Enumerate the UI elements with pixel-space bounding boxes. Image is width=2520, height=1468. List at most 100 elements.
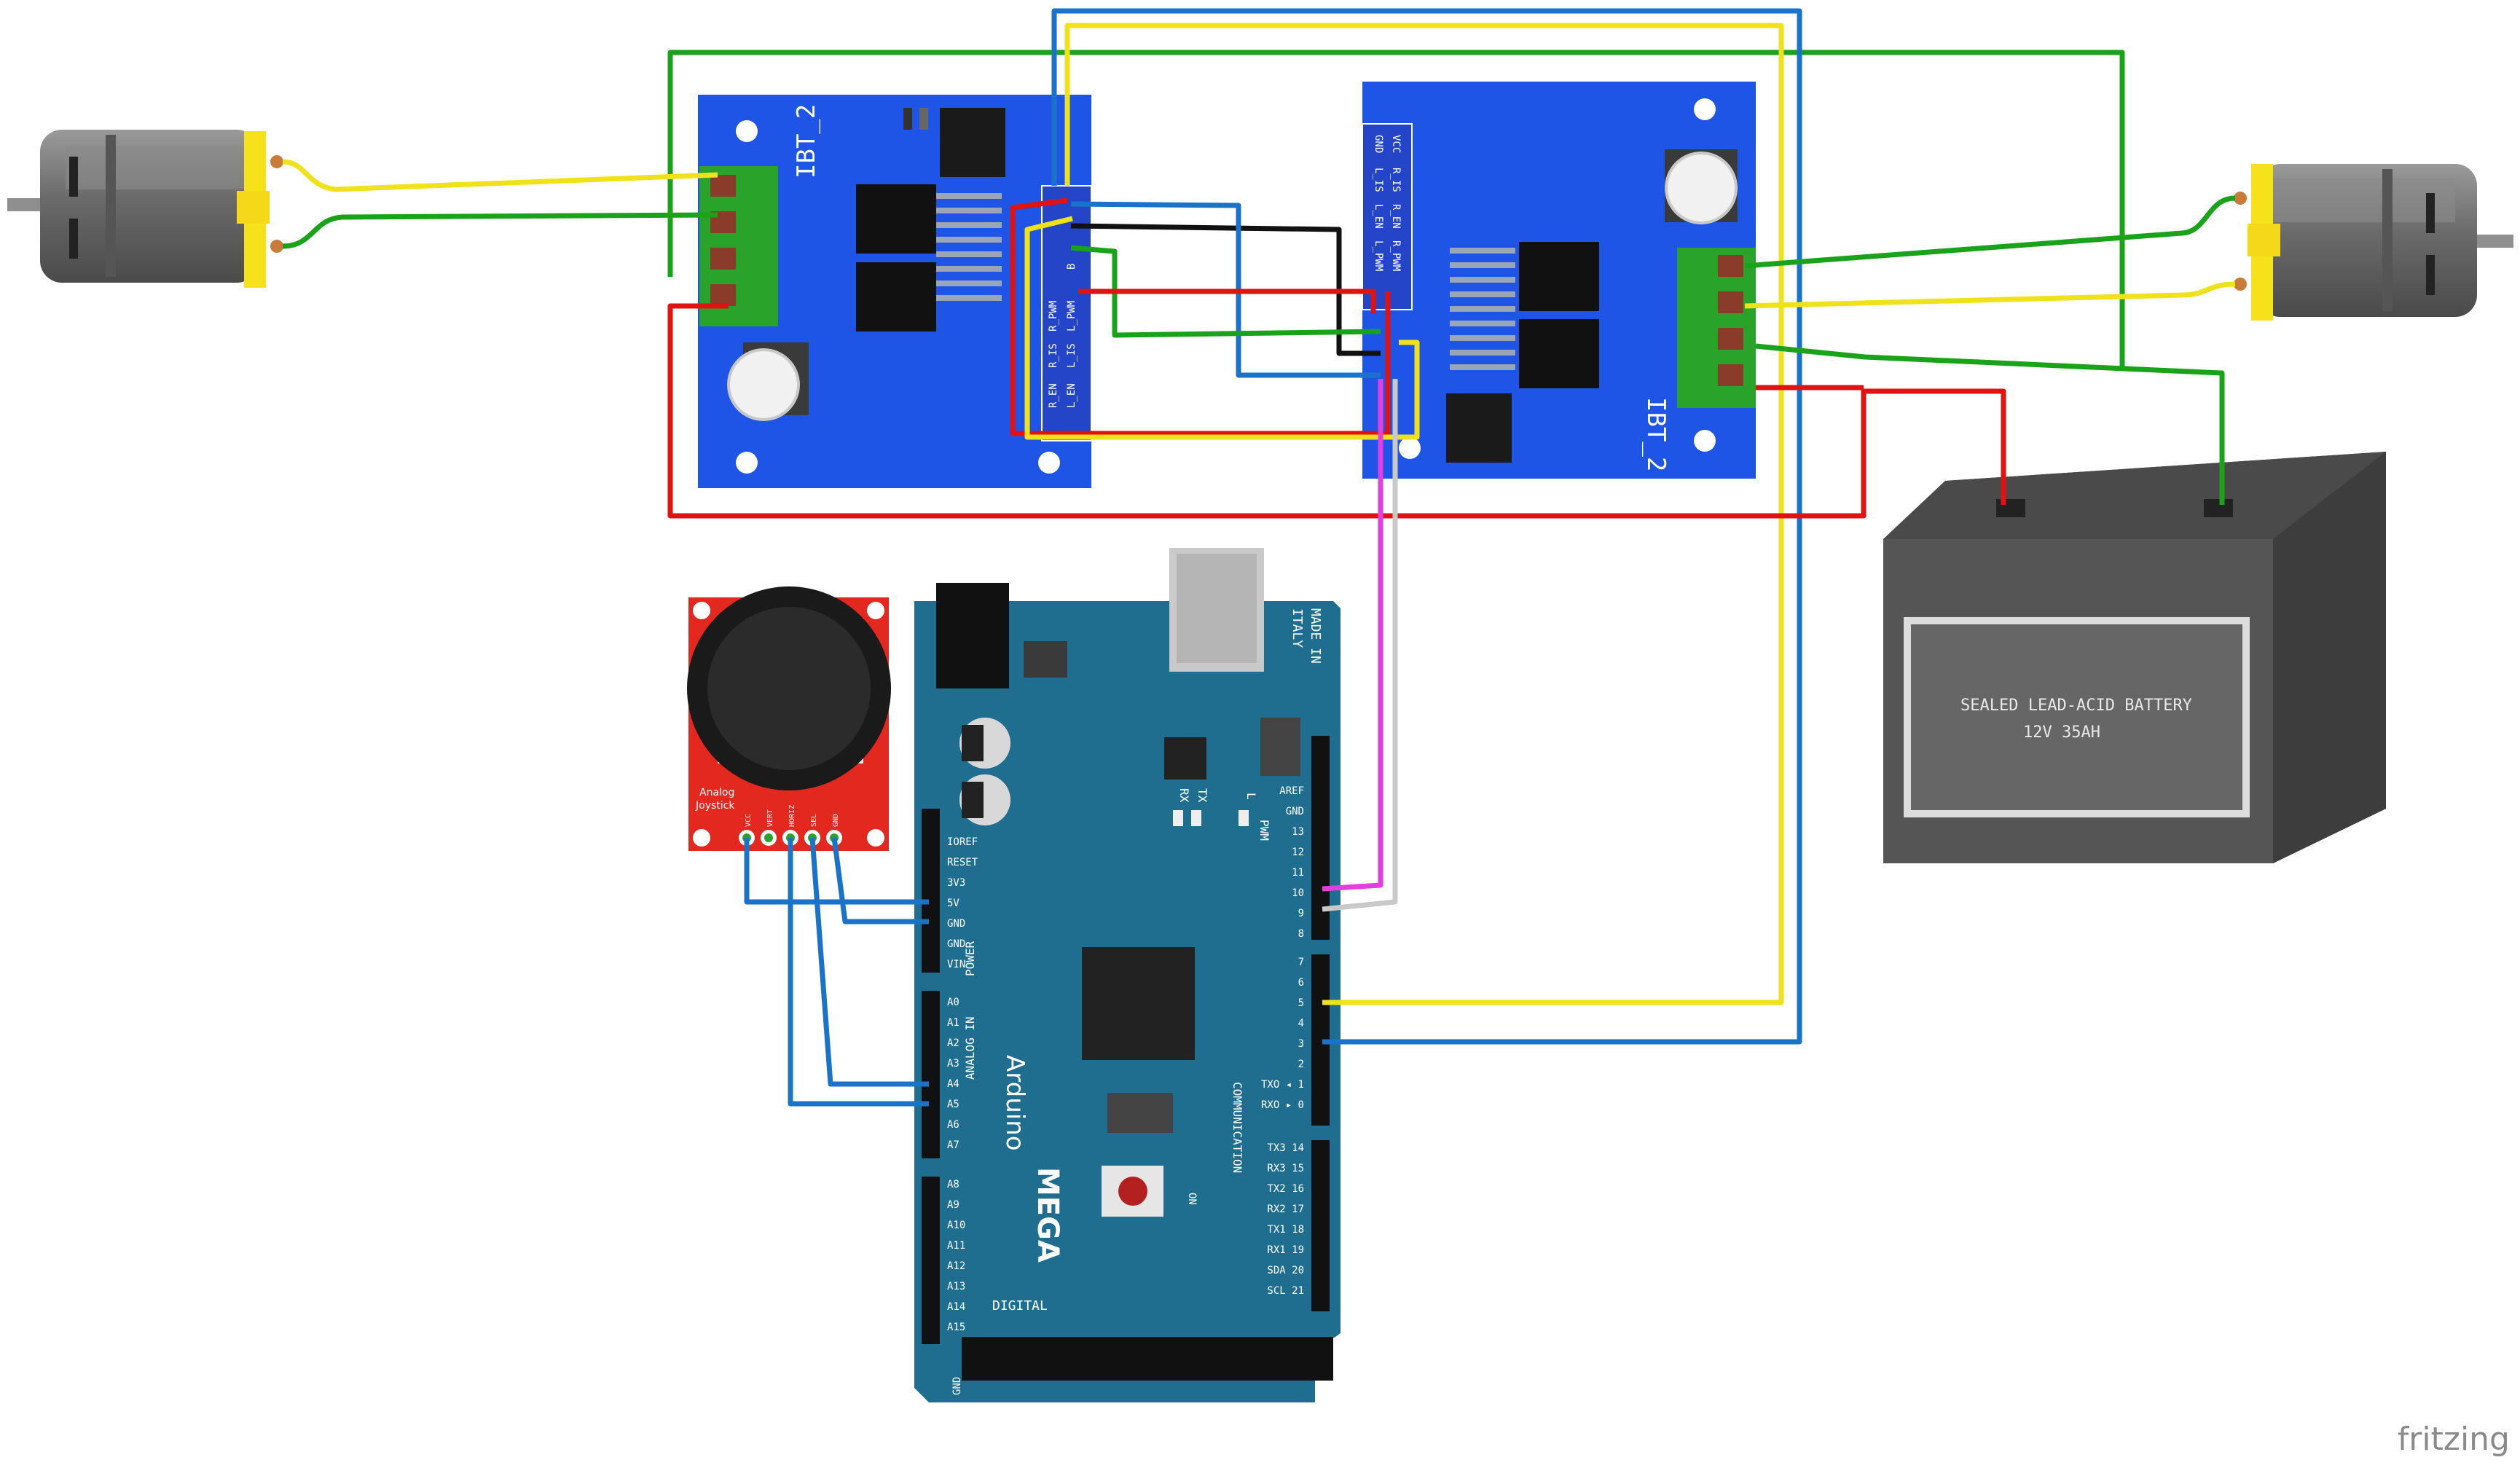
wire-yellow-motor-left bbox=[282, 159, 718, 192]
arduino-pin-label: GND bbox=[947, 918, 965, 930]
wire-green-battery bbox=[1755, 343, 2225, 505]
driver-left-pin-label: L_PWM bbox=[1066, 301, 1078, 331]
arduino-pin-label: RX1 19 bbox=[1267, 1244, 1304, 1256]
motor-right bbox=[2234, 164, 2513, 321]
arduino-pin-label: A3 bbox=[947, 1058, 959, 1069]
joystick-label-line2: Joystick bbox=[695, 800, 735, 812]
arduino-pin-label: 12 bbox=[1292, 847, 1304, 858]
arduino-pin-label: TX2 16 bbox=[1267, 1183, 1304, 1195]
driver-right-title: IBT_2 bbox=[1641, 397, 1671, 471]
driver-left-pin-label: L_EN bbox=[1066, 383, 1078, 408]
joystick-pin-label: VERT bbox=[766, 809, 774, 827]
tx-led-label: TX bbox=[1196, 788, 1209, 803]
board-bottom-gnd: GND bbox=[951, 1377, 963, 1395]
wire-red-power bbox=[667, 303, 2006, 519]
arduino-pin-label: 6 bbox=[1298, 977, 1304, 989]
arduino-pin-label: A10 bbox=[947, 1220, 965, 1231]
driver-left-pin-label: R_IS bbox=[1048, 343, 1059, 368]
wire-blue-joy-1 bbox=[744, 838, 929, 905]
ibt2-driver-left: IBT_2 R_EN R_IS L_EN L_IS R_PWM L_PWM B bbox=[698, 95, 1092, 488]
battery: SEALED LEAD-ACID BATTERY 12V 35AH bbox=[1883, 452, 2386, 863]
arduino-pin-label: 4 bbox=[1298, 1018, 1304, 1029]
arduino-pin-label: 5 bbox=[1298, 997, 1304, 1009]
fritzing-watermark: fritzing bbox=[2398, 1421, 2510, 1458]
wire-yellow-top bbox=[1064, 23, 1784, 1005]
arduino-pin-label: A6 bbox=[947, 1119, 959, 1131]
arduino-pin-label: GND bbox=[947, 938, 965, 950]
battery-label-line2: 12V 35AH bbox=[2023, 723, 2100, 742]
driver-right-pin-label: VCC bbox=[1390, 135, 1402, 153]
arduino-pin-label: 5V bbox=[947, 898, 959, 909]
driver-right-pin-label: L_EN bbox=[1373, 204, 1384, 229]
arduino-pin-label: A13 bbox=[947, 1281, 965, 1292]
pwm-label: PWM bbox=[1257, 820, 1271, 841]
arduino-pin-label: 11 bbox=[1292, 867, 1304, 879]
joystick-pin-label: SEL bbox=[810, 814, 818, 827]
rx-led-label: RX bbox=[1177, 788, 1191, 803]
arduino-pin-label: AREF bbox=[1279, 785, 1304, 797]
arduino-pin-label: A0 bbox=[947, 997, 959, 1008]
joystick-module: Analog Joystick VCC VERT HORIZ SEL GND bbox=[687, 586, 891, 851]
wire-yellow-interconnect bbox=[1024, 216, 1420, 440]
l-led-label: L bbox=[1244, 793, 1258, 800]
arduino-pin-label: A4 bbox=[947, 1078, 959, 1090]
joystick-pin-label: HORIZ bbox=[788, 805, 796, 827]
arduino-pin-label: RXO ▸ 0 bbox=[1261, 1099, 1304, 1111]
arduino-model: MEGA bbox=[1031, 1167, 1064, 1263]
arduino-pin-label: 13 bbox=[1292, 826, 1304, 838]
arduino-pin-label: A2 bbox=[947, 1037, 959, 1049]
arduino-pin-label: TX1 18 bbox=[1267, 1224, 1304, 1236]
wire-gray-pwm bbox=[1322, 379, 1398, 912]
arduino-pin-label: A12 bbox=[947, 1260, 965, 1272]
arduino-pin-label: TX3 14 bbox=[1267, 1142, 1304, 1154]
driver-left-title: IBT_2 bbox=[792, 104, 821, 178]
arduino-pin-label: A1 bbox=[947, 1017, 959, 1029]
arduino-brand: Arduino bbox=[1000, 1055, 1029, 1151]
driver-left-pin-label: R_EN bbox=[1048, 383, 1059, 408]
driver-right-pin-label: R_PWM bbox=[1390, 240, 1402, 271]
wire-magenta-pwm bbox=[1322, 379, 1383, 892]
digital-label: DIGITAL bbox=[992, 1298, 1048, 1314]
board-bottom-5v: 5V bbox=[1330, 1337, 1342, 1349]
wire-blue-joy-3 bbox=[788, 838, 929, 1107]
ibt2-driver-right: IBT_2 VCC R_IS R_EN R_PWM GND L_IS L_EN … bbox=[1362, 82, 1756, 479]
arduino-pin-label: 3V3 bbox=[947, 877, 965, 889]
arduino-pin-label: 3 bbox=[1298, 1038, 1304, 1050]
arduino-pin-label: A15 bbox=[947, 1322, 965, 1333]
wire-blue-joy-4 bbox=[809, 837, 929, 1087]
wire-blue-joy-2 bbox=[831, 837, 929, 925]
wire-red-interconnect-2 bbox=[1078, 289, 1376, 313]
arduino-mega-board: Arduino MEGA MADE IN ITALY TX RX L ON PW… bbox=[914, 548, 1342, 1402]
motor-left bbox=[7, 130, 283, 288]
joystick-pin-label: VCC bbox=[745, 814, 753, 827]
arduino-pin-label: TXO ◂ 1 bbox=[1261, 1079, 1304, 1091]
driver-left-pin-label: R_PWM bbox=[1048, 301, 1059, 331]
wire-green-motor-right bbox=[1744, 195, 2236, 269]
wires bbox=[282, 8, 2236, 1107]
driver-right-pin-label: R_IS bbox=[1390, 168, 1402, 192]
wire-red-interconnect bbox=[1010, 197, 1391, 436]
driver-right-pin-label: L_IS bbox=[1373, 168, 1384, 192]
arduino-pin-label: A8 bbox=[947, 1179, 959, 1190]
on-led-label: ON bbox=[1186, 1193, 1198, 1205]
arduino-pin-label: A11 bbox=[947, 1240, 965, 1252]
driver-right-pin-label: GND bbox=[1373, 135, 1384, 153]
arduino-pin-label: RESET bbox=[947, 857, 978, 868]
arduino-pin-label: 9 bbox=[1298, 908, 1304, 919]
arduino-pin-label: A5 bbox=[947, 1099, 959, 1110]
power-label: POWER bbox=[963, 941, 977, 976]
arduino-pin-label: IOREF bbox=[947, 836, 978, 848]
driver-right-pin-label: R_EN bbox=[1390, 204, 1402, 229]
arduino-pin-label: 7 bbox=[1298, 957, 1304, 968]
arduino-pin-label: GND bbox=[1286, 806, 1304, 817]
driver-left-pin-label: B bbox=[1066, 264, 1078, 270]
driver-left-pin-label: L_IS bbox=[1066, 343, 1078, 368]
arduino-pin-label: RX3 15 bbox=[1267, 1163, 1304, 1174]
arduino-pin-label: SCL 21 bbox=[1267, 1285, 1304, 1297]
arduino-pin-label: 10 bbox=[1292, 887, 1304, 899]
communication-label: COMMUNICATION bbox=[1230, 1082, 1244, 1173]
made-in-line2: ITALY bbox=[1290, 608, 1305, 648]
